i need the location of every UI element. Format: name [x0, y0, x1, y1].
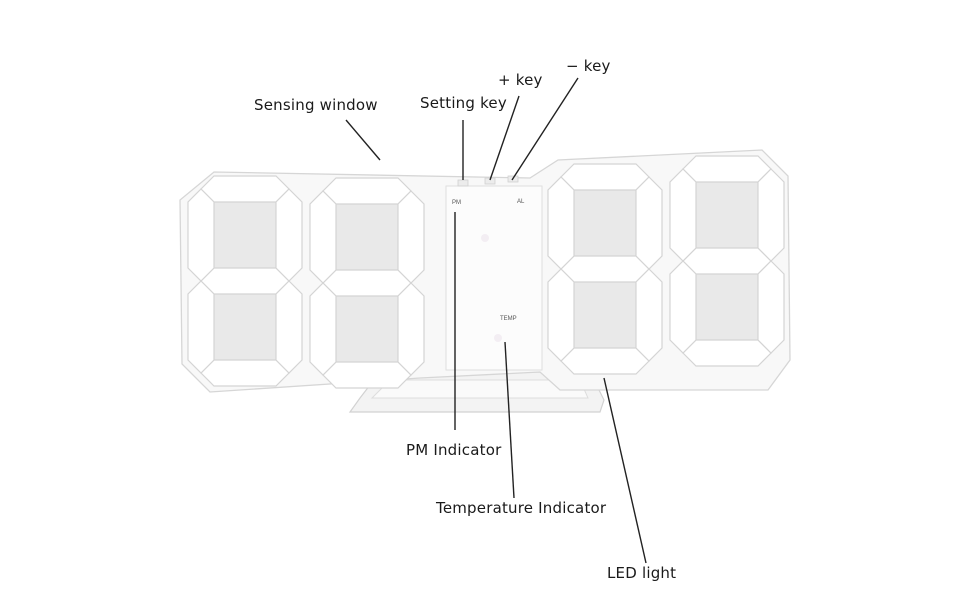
callout-sensing-window: Sensing window	[254, 96, 378, 114]
led-segment	[547, 268, 575, 362]
led-segment	[200, 359, 290, 387]
led-segment	[682, 155, 772, 183]
led-segment	[669, 168, 697, 262]
led-segment	[669, 260, 697, 354]
led-segment	[309, 190, 337, 284]
al-panel-label: AL	[517, 199, 525, 205]
led-segment	[187, 188, 215, 282]
leader-led-light	[603, 377, 647, 564]
led-digit-4	[669, 155, 785, 367]
led-digit-3	[547, 163, 663, 375]
leader-temperature-indicator	[504, 341, 515, 499]
callout-temperature-indicator: Temperature Indicator	[436, 499, 607, 517]
led-segment	[560, 255, 650, 283]
leader-plus-key	[489, 95, 520, 181]
temp-panel-label: TEMP	[500, 316, 517, 322]
pm-panel-label: PM	[452, 200, 461, 206]
led-segment	[322, 361, 412, 389]
led-digits	[187, 155, 785, 389]
led-segment	[757, 260, 785, 354]
leader-lines	[345, 77, 647, 564]
led-segment	[397, 282, 425, 376]
callout-pm-indicator: PM Indicator	[406, 441, 502, 459]
leader-minus-key	[511, 77, 579, 181]
led-segment	[635, 268, 663, 362]
led-segment	[560, 163, 650, 191]
led-segment	[200, 267, 290, 295]
led-segment	[560, 347, 650, 375]
led-digit-1	[187, 175, 303, 387]
led-segment	[322, 269, 412, 297]
callout-minus-key: − key	[566, 57, 611, 75]
callout-setting-key: Setting key	[420, 94, 507, 112]
led-segment	[275, 188, 303, 282]
center-panel	[445, 185, 543, 371]
setting-key-button[interactable]	[457, 179, 469, 187]
led-segment	[200, 175, 290, 203]
callout-led-light: LED light	[607, 564, 677, 582]
led-segment	[322, 177, 412, 205]
led-segment	[309, 282, 337, 376]
led-digit-2	[309, 177, 425, 389]
led-segment	[757, 168, 785, 262]
led-segment	[682, 247, 772, 275]
led-segment	[682, 339, 772, 367]
leader-sensing-window	[345, 119, 381, 161]
callout-plus-key: + key	[498, 71, 543, 89]
led-segment	[275, 280, 303, 374]
led-segment	[397, 190, 425, 284]
led-segment	[187, 280, 215, 374]
led-segment	[547, 176, 575, 270]
led-segment	[635, 176, 663, 270]
